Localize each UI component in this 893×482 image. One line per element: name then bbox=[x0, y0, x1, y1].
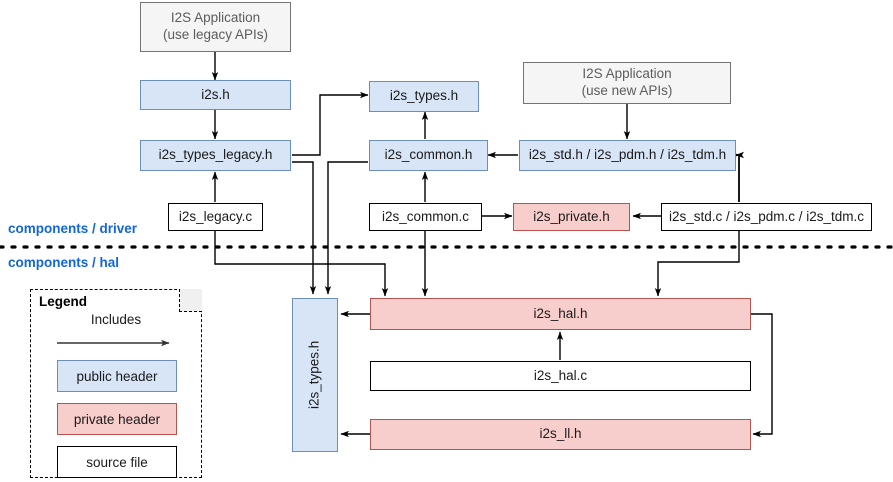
legend-item-private-header: private header bbox=[57, 403, 177, 435]
node-i2s-h[interactable]: i2s.h bbox=[140, 80, 291, 110]
node-i2s-ll-h[interactable]: i2s_ll.h bbox=[370, 419, 751, 450]
zone-label-hal: components / hal bbox=[8, 255, 120, 270]
node-i2s-common-h[interactable]: i2s_common.h bbox=[369, 140, 488, 171]
node-i2s-types-legacy-h[interactable]: i2s_types_legacy.h bbox=[140, 140, 291, 171]
legend: Legend Includes public header private he… bbox=[30, 289, 202, 478]
node-app-new[interactable]: I2S Application (use new APIs) bbox=[523, 62, 731, 104]
legend-includes-arrow bbox=[57, 339, 170, 347]
node-i2s-legacy-c[interactable]: i2s_legacy.c bbox=[168, 203, 263, 231]
node-i2s-common-c[interactable]: i2s_common.c bbox=[369, 203, 482, 231]
node-app-legacy[interactable]: I2S Application (use legacy APIs) bbox=[140, 2, 291, 52]
legend-title: Legend bbox=[39, 294, 88, 309]
zone-divider bbox=[0, 245, 893, 249]
legend-includes-label: Includes bbox=[90, 312, 142, 327]
node-i2s-types-h-hal[interactable]: i2s_types.h bbox=[292, 298, 338, 452]
node-i2s-hal-c[interactable]: i2s_hal.c bbox=[370, 361, 751, 391]
node-i2s-std-h[interactable]: i2s_std.h / i2s_pdm.h / i2s_tdm.h bbox=[519, 140, 736, 171]
zone-label-driver: components / driver bbox=[8, 221, 138, 236]
node-i2s-types-h-top[interactable]: i2s_types.h bbox=[369, 81, 479, 112]
legend-fold-corner bbox=[179, 289, 202, 312]
node-i2s-private-h[interactable]: i2s_private.h bbox=[513, 203, 630, 231]
node-i2s-std-c[interactable]: i2s_std.c / i2s_pdm.c / i2s_tdm.c bbox=[661, 203, 872, 231]
legend-item-source-file: source file bbox=[57, 446, 177, 478]
node-i2s-hal-h[interactable]: i2s_hal.h bbox=[370, 298, 751, 330]
legend-item-public-header: public header bbox=[57, 360, 177, 392]
